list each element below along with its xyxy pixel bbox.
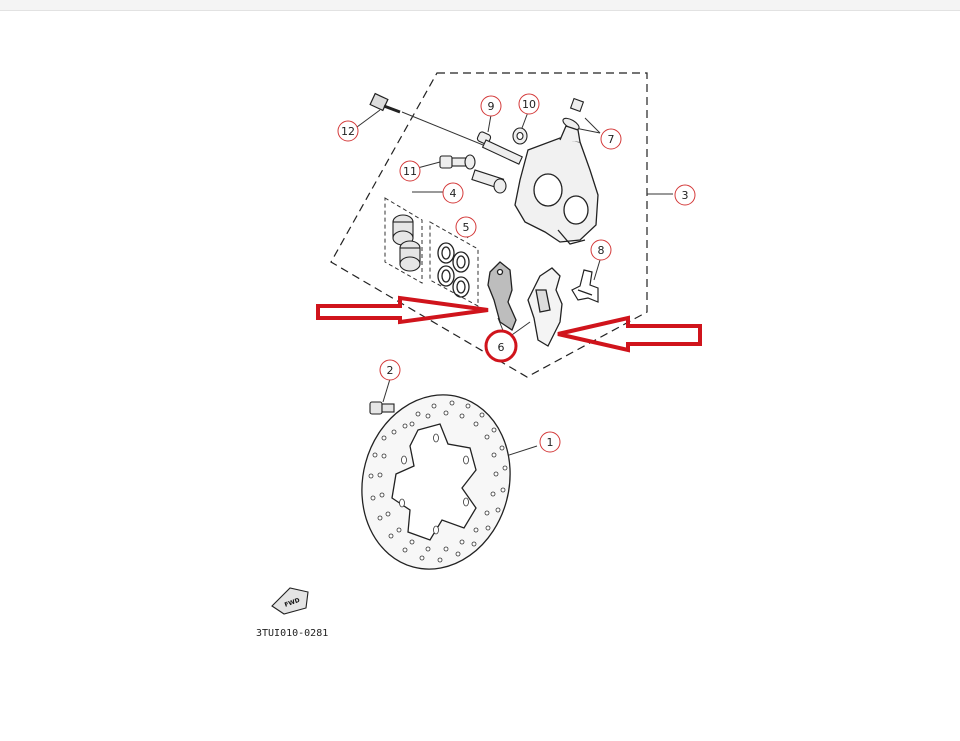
fwd-label: FWD bbox=[284, 597, 301, 609]
callout-circle-11 bbox=[399, 160, 421, 182]
fwd-direction-arrow: FWD bbox=[271, 587, 309, 615]
callout-circle-12 bbox=[337, 120, 359, 142]
bleeder-part-7 bbox=[562, 97, 585, 131]
callout-2: 2 bbox=[387, 364, 394, 377]
callout-circle-4 bbox=[442, 182, 464, 204]
brake-pad-outer bbox=[527, 267, 563, 347]
pin-part-9 bbox=[476, 131, 523, 165]
callout-circle-6-highlight bbox=[484, 329, 518, 363]
callout-circle-1 bbox=[539, 431, 561, 453]
brake-pad-inner bbox=[487, 261, 517, 331]
callout-circle-10 bbox=[518, 93, 540, 115]
callout-circle-5 bbox=[455, 216, 477, 238]
callout-10: 10 bbox=[522, 98, 536, 111]
callout-7: 7 bbox=[608, 133, 615, 146]
callout-11: 11 bbox=[403, 165, 417, 178]
bolt-part-11 bbox=[439, 154, 507, 194]
callout-8: 8 bbox=[598, 244, 605, 257]
callout-5: 5 bbox=[463, 221, 470, 234]
disc-holes bbox=[368, 400, 508, 563]
callout-6: 6 bbox=[498, 341, 505, 354]
callout-circle-3 bbox=[674, 184, 696, 206]
callout-9: 9 bbox=[488, 100, 495, 113]
red-arrow-right bbox=[557, 315, 702, 353]
caliper-body bbox=[514, 125, 599, 245]
callout-circle-2 bbox=[379, 359, 401, 381]
callout-circle-7 bbox=[600, 128, 622, 150]
diagram-code: 3TUI010-0281 bbox=[256, 628, 328, 639]
piston-part-4 bbox=[392, 214, 421, 272]
bolt-part-12 bbox=[369, 92, 401, 114]
disc-bolt-part-2 bbox=[369, 401, 395, 415]
callout-circle-9 bbox=[480, 95, 502, 117]
browser-top-strip bbox=[0, 0, 960, 11]
piston-group-box bbox=[384, 197, 423, 284]
callout-4: 4 bbox=[450, 187, 457, 200]
callout-3: 3 bbox=[682, 189, 689, 202]
red-arrow-left bbox=[316, 295, 489, 325]
bushing-part-10 bbox=[512, 127, 528, 145]
brake-disc bbox=[361, 394, 511, 570]
callout-circle-8 bbox=[590, 239, 612, 261]
pad-spring-part-8 bbox=[571, 269, 599, 303]
callout-12: 12 bbox=[341, 125, 355, 138]
seal-part-5 bbox=[437, 242, 470, 298]
seal-group-box bbox=[429, 221, 479, 307]
callout-1: 1 bbox=[547, 436, 554, 449]
caliper-assembly-outline bbox=[330, 72, 648, 378]
